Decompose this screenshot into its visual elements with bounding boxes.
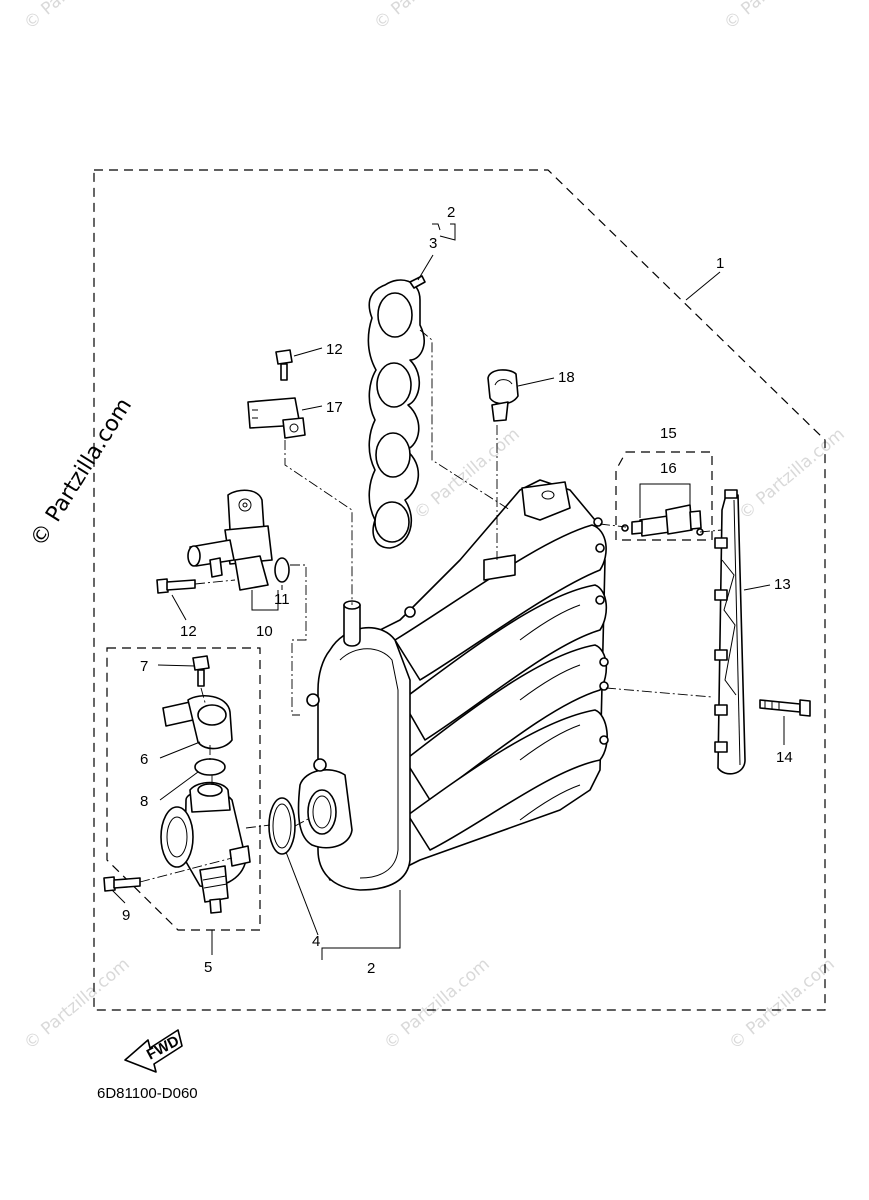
- fuel-rail: [714, 489, 746, 775]
- leader-lines: [111, 223, 785, 960]
- callout-3: 3: [429, 235, 437, 252]
- callout-11: 11: [274, 591, 290, 608]
- callout-15: 15: [660, 425, 677, 442]
- watermark: © Partzilla.com: [380, 954, 493, 1054]
- callout-4: 4: [312, 933, 320, 950]
- callout-10: 10: [256, 623, 273, 640]
- callout-2-gasket-set: 2: [447, 204, 455, 221]
- watermark: © Partzilla.com: [720, 0, 833, 34]
- throttle-body-bolt: [103, 876, 141, 892]
- callout-7: 7: [140, 658, 148, 675]
- callout-12-mid: 12: [180, 623, 197, 640]
- forward-arrow: FWD: [124, 1029, 183, 1073]
- watermark: © Partzilla.com: [20, 0, 133, 34]
- idle-air-control: [187, 489, 273, 591]
- assembly-boundary: [93, 169, 826, 1011]
- callout-14: 14: [776, 749, 793, 766]
- iac-bolt: [156, 578, 196, 594]
- sensor-screw-top: [275, 349, 293, 381]
- rail-bolt: [759, 699, 811, 717]
- intake-manifold: [297, 479, 609, 891]
- watermark: © Partzilla.com: [370, 0, 483, 34]
- callout-8: 8: [140, 793, 148, 810]
- callout-12-top: 12: [326, 341, 343, 358]
- callout-5: 5: [204, 959, 212, 976]
- o-ring-11: [274, 557, 290, 583]
- callout-9: 9: [122, 907, 130, 924]
- fuel-injector: [621, 504, 704, 537]
- drawing-code: 6D81100-D060: [97, 1085, 198, 1102]
- throttle-body: [160, 781, 251, 914]
- map-sensor: [247, 397, 306, 439]
- callout-1: 1: [716, 255, 724, 272]
- callout-17: 17: [326, 399, 343, 416]
- watermark: © Partzilla.com: [20, 954, 133, 1054]
- callout-6: 6: [140, 751, 148, 768]
- hose-clamp: [487, 369, 519, 422]
- throttle-position-sensor: [162, 694, 233, 750]
- callout-2-manifold: 2: [367, 960, 375, 977]
- callout-16: 16: [660, 460, 677, 477]
- watermark: © Partzilla.com: [735, 424, 848, 524]
- callouts: 1 2 3 2 4 5 6 7 8 9 10 11 12 12 13 14 15…: [122, 204, 793, 977]
- callout-18: 18: [558, 369, 575, 386]
- side-watermark: © Partzilla.com: [26, 394, 137, 551]
- throttle-body-boundary: [106, 647, 261, 931]
- manifold-gasket: [367, 275, 426, 549]
- o-ring-8: [194, 758, 226, 776]
- callout-13: 13: [774, 576, 791, 593]
- tps-screw: [192, 655, 210, 687]
- watermark: © Partzilla.com: [725, 954, 838, 1054]
